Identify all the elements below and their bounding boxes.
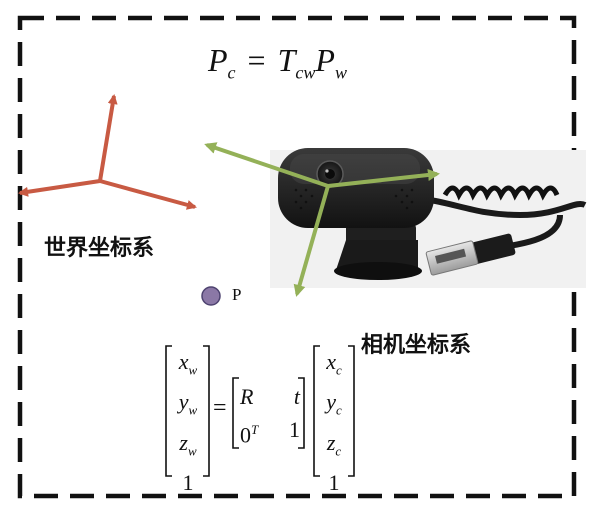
matrix-entry: R xyxy=(240,384,254,409)
matrix-equals: = xyxy=(213,395,227,421)
transform-matrix: R t 0T 1 xyxy=(240,380,300,451)
world-axis-left xyxy=(18,179,101,197)
point-label: P xyxy=(232,285,242,304)
matrix-entry: t xyxy=(293,384,300,409)
eq-lhs: P xyxy=(208,42,228,78)
eq-lhs-sub: c xyxy=(227,62,236,83)
world-axis-right xyxy=(99,179,197,210)
eq-t-sub: cw xyxy=(295,62,316,83)
camera-axis-right xyxy=(327,169,440,188)
eq-p-sub: w xyxy=(334,62,347,83)
camera-axis-down xyxy=(293,185,330,297)
matrix-entry: 1 xyxy=(289,417,300,442)
eq-p: P xyxy=(315,42,335,78)
lhs-entry: 1 xyxy=(182,470,194,496)
matrix-brackets xyxy=(165,345,355,477)
eq-equals: = xyxy=(247,42,266,78)
point-marker xyxy=(201,286,221,306)
top-equation: Pc = TcwPw xyxy=(208,40,347,92)
rhs-entry: zc xyxy=(326,429,342,459)
eq-t: T xyxy=(277,42,296,78)
world-axis-up xyxy=(98,94,118,182)
lhs-entry: zw xyxy=(179,429,197,459)
matrix-entry: 0T xyxy=(240,422,259,448)
webcam-image xyxy=(270,148,587,288)
world-coordinate-frame xyxy=(18,94,197,210)
camera-coordinate-frame xyxy=(204,142,440,297)
rhs-vector: xc yc zc 1 xyxy=(318,346,350,499)
rhs-entry: xc xyxy=(326,349,342,378)
world-frame-label: 世界坐标系 xyxy=(44,236,155,261)
rhs-entry: 1 xyxy=(328,470,340,496)
lhs-entry: xw xyxy=(178,349,198,378)
camera-axis-left xyxy=(204,142,329,188)
lhs-vector: xw yw zw 1 xyxy=(172,346,204,499)
rhs-entry: yc xyxy=(326,389,342,418)
camera-frame-label: 相机坐标系 xyxy=(361,333,472,358)
lhs-entry: yw xyxy=(178,389,198,418)
